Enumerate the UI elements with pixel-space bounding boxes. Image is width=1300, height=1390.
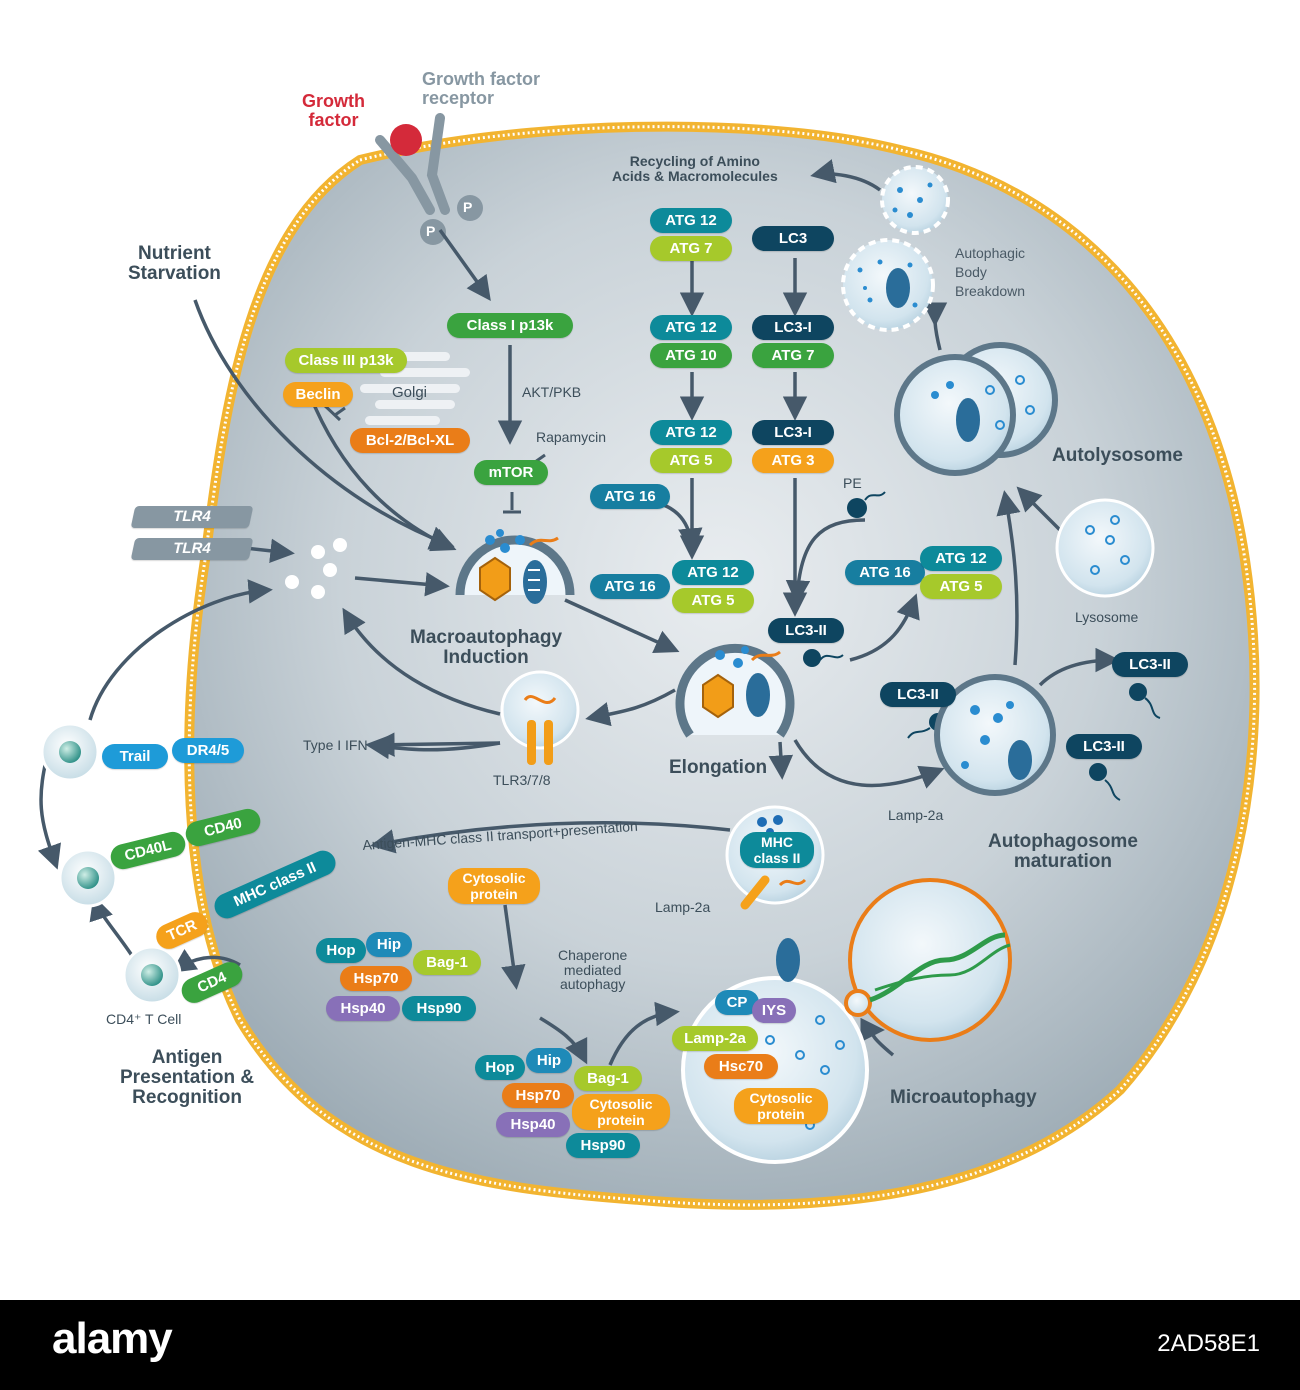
lc3-ii-pill: LC3-II	[1066, 734, 1142, 759]
image-reference: 2AD58E1	[1157, 1330, 1260, 1357]
lysosome	[1055, 498, 1155, 598]
autophagic-body-breakdown	[841, 165, 950, 332]
atg12-pill: ATG 12	[920, 546, 1002, 571]
atg5-pill: ATG 5	[920, 574, 1002, 599]
atg12-pill: ATG 12	[650, 315, 732, 340]
atg12-pill: ATG 12	[672, 560, 754, 585]
beclin-pill: Beclin	[283, 382, 353, 407]
pe-label: PE	[843, 475, 862, 491]
class1-p13k-pill: Class I p13k	[447, 313, 573, 338]
hip-pill: Hip	[366, 932, 412, 957]
cp-pill: CP	[715, 990, 759, 1015]
rapamycin-label: Rapamycin	[536, 429, 607, 445]
lysosome-label: Lysosome	[1075, 609, 1139, 625]
atg12-pill: ATG 12	[650, 420, 732, 445]
hsp40-pill: Hsp40	[326, 996, 400, 1021]
dr45-pill: DR4/5	[172, 738, 244, 763]
tlr4-pill: TLR4	[130, 538, 254, 560]
tlr378-vesicle	[500, 670, 580, 765]
atg12-pill: ATG 12	[650, 208, 732, 233]
bcl2-pill: Bcl-2/Bcl-XL	[350, 428, 470, 453]
class3-p13k-pill: Class III p13k	[285, 348, 407, 373]
atg16-pill: ATG 16	[590, 574, 670, 599]
atg7-pill: ATG 7	[752, 343, 834, 368]
hsp90-pill: Hsp90	[402, 996, 476, 1021]
atg16-pill: ATG 16	[845, 560, 925, 585]
atg16-pill: ATG 16	[590, 484, 670, 509]
macroautophagy-phagophore	[455, 529, 575, 604]
phosphate-label-1: P	[426, 223, 436, 239]
trail-pill: Trail	[102, 744, 168, 769]
elongation-vesicle	[675, 643, 795, 738]
phosphate-label-2: P	[463, 199, 473, 215]
hsc70-pill: Hsc70	[704, 1054, 778, 1079]
lamp2a-label-b: Lamp-2a	[655, 899, 711, 915]
microautophagy-label: Microautophagy	[890, 1087, 1037, 1108]
hop-pill: Hop	[316, 938, 366, 963]
bag1-pill: Bag-1	[413, 950, 481, 975]
lc3-ii-lipid-tails	[803, 498, 1147, 781]
hsp90-pill: Hsp90	[566, 1133, 640, 1158]
iys-pill: IYS	[752, 998, 796, 1023]
lc3-i-pill: LC3-I	[752, 420, 834, 445]
tlr378-label: TLR3/7/8	[493, 772, 551, 788]
growth-factor-ball	[390, 124, 422, 156]
atg10-pill: ATG 10	[650, 343, 732, 368]
lc3-ii-pill: LC3-II	[880, 682, 956, 707]
lc3-ii-pill: LC3-II	[1112, 652, 1188, 677]
lamp2a-pill: Lamp-2a	[672, 1026, 758, 1051]
growth-factor-receptor	[375, 113, 483, 245]
hsp70-pill: Hsp70	[340, 966, 412, 991]
hsp40-pill: Hsp40	[496, 1112, 570, 1137]
bag1-pill: Bag-1	[574, 1066, 642, 1091]
akt-label: AKT/PKB	[522, 384, 582, 400]
golgi-label: Golgi	[392, 384, 428, 401]
autolysosome	[894, 342, 1058, 476]
atg5-pill: ATG 5	[650, 448, 732, 473]
lamp2a-label-a: Lamp-2a	[888, 807, 944, 823]
mtor-pill: mTOR	[474, 460, 548, 485]
atg3-pill: ATG 3	[752, 448, 834, 473]
hsp70-pill: Hsp70	[502, 1083, 574, 1108]
autolysosome-label: Autolysosome	[1052, 445, 1183, 466]
footer-bar: alamy 2AD58E1	[0, 1300, 1300, 1390]
tlr4-pill: TLR4	[130, 506, 254, 528]
alamy-logo: alamy	[52, 1314, 173, 1363]
lc3-pill: LC3	[752, 226, 834, 251]
t-cells	[40, 722, 182, 1005]
hip-pill: Hip	[526, 1048, 572, 1073]
cd4-tcell-label: CD4⁺ T Cell	[106, 1011, 182, 1027]
particles	[285, 538, 347, 599]
lc3-ii-pill: LC3-II	[768, 618, 844, 643]
pathway-arrows	[37, 159, 1120, 1066]
atg7-pill: ATG 7	[650, 236, 732, 261]
diagram-graphics	[37, 113, 1260, 1210]
atg5-pill: ATG 5	[672, 588, 754, 613]
type1-ifn-label: Type I IFN	[303, 737, 368, 753]
hop-pill: Hop	[475, 1055, 525, 1080]
autophagosome	[934, 674, 1056, 796]
elongation-label: Elongation	[669, 757, 768, 778]
microautophagy-vesicle	[844, 878, 1012, 1042]
lc3-i-pill: LC3-I	[752, 315, 834, 340]
